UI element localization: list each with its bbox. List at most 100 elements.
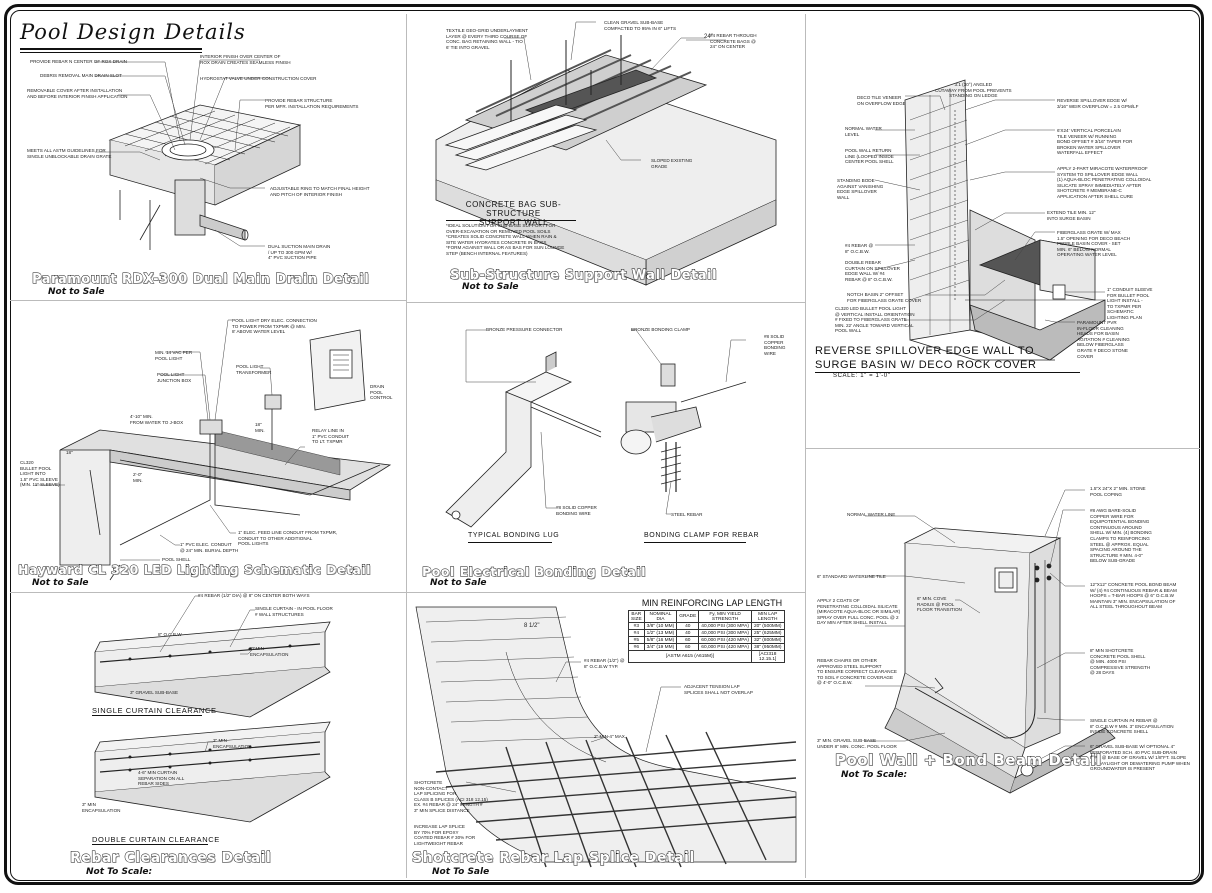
spill-scale: SCALE: 1" = 1'-0"	[833, 373, 891, 379]
spill-note-3: REVERSE SPILLOVER EDGE W/ 3/16" WEIR OVE…	[1057, 98, 1139, 109]
light-note-13: 1" PVC ELEC. CONDUIT @ 24" MIN. BURIAL D…	[180, 542, 239, 553]
table-row: #6 3/4" (19 MM) 60 60,000 PSI (420 MPA) …	[628, 643, 785, 651]
divider-col-2	[805, 14, 806, 878]
lap-note-2: 8 1/2"	[524, 623, 540, 629]
sheet-inner-border	[10, 10, 1200, 881]
sub-note-4: 24"	[704, 34, 713, 40]
drain-note-2: DEBRIS REMOVAL MAIN DRAIN SLOT	[40, 73, 122, 78]
rebar-dots	[128, 644, 292, 772]
bonding-drawing	[445, 329, 747, 528]
beam-note-5: 12"X12" CONCRETE POOL BOND BEAM W/ (4) #…	[1090, 582, 1177, 610]
spill-note-4: NORMAL WATER LEVEL	[845, 126, 882, 137]
clear-label-double: DOUBLE CURTAIN CLEARANCE	[92, 835, 220, 844]
sub-note-5: SLOPED EXISTING GRADE	[651, 158, 693, 169]
light-note-8: 18" MIN.	[255, 422, 265, 433]
spill-note-8: STANDING BODE AGAINST VANISHING EDGE SPI…	[837, 178, 884, 200]
lap-splice-drawing	[415, 606, 797, 868]
main-drain-drawing	[95, 59, 302, 250]
lap-col-bar-size: BAR SIZE	[628, 610, 645, 623]
spill-note-12: DOUBLE REBAR CURTAIN ON SPILLOVER EDGE W…	[845, 260, 900, 282]
clearances-scale: Not To Scale:	[86, 867, 153, 877]
bonding-title: Pool Electrical Bonding Detail	[422, 564, 646, 580]
lap-col-lap-length: MIN LAP LENGTH	[750, 610, 785, 623]
panel-lap-splice: #4 REBAR (1/2") @ 8" O.C.B.W TYP. 8 1/2"…	[406, 592, 805, 885]
light-note-11: 2'-0" MIN.	[133, 472, 143, 483]
light-note-3: POOL LIGHT JUNCTION BOX	[157, 372, 192, 383]
light-note-9: CL320 BULLET POOL LIGHT INTO 1.5" PVC SL…	[20, 460, 60, 488]
sheet-title-underline-2	[20, 52, 202, 53]
beam-note-12: 6" GRAVEL SUB-BASE W/ OPTIONAL 4" PERFOR…	[1090, 744, 1190, 772]
table-cell: #6	[628, 643, 645, 651]
lap-length-table: BAR SIZE NOMINAL DIA GRADE Fy, MIN YIELD…	[628, 610, 785, 663]
bond-note-1: BRONZE PRESSURE CONNECTOR	[486, 327, 563, 332]
lap-note-5: SHOTCRETE NON-CONTACT LAP SPLICING FOR C…	[414, 780, 488, 813]
beam-note-3: #8 AWG BARE-SOLID COPPER WIRE FOR EQUIPO…	[1090, 508, 1152, 564]
table-cell: 38" (950MM)	[750, 643, 785, 651]
spill-note-1: 3:1 (30°) ANGLED CUTAWAY FROM POOL PREVE…	[935, 82, 1012, 99]
clearances-drawing	[94, 595, 331, 823]
bond-note-2: BRONZE BONDING CLAMP	[631, 327, 690, 332]
sub-note-2: CLEAN GRAVEL SUB-BASE COMPACTED TO 95% I…	[604, 20, 677, 31]
spill-note-16: PARAMOUNT PVR IN-FLOOR CLEANING HEADS FO…	[1077, 320, 1130, 359]
drain-note-8: ADJUSTABLE RING TO MATCH FINAL HEIGHT AN…	[270, 186, 370, 197]
lap-note-3: ADJACENT TENSION LAP SPLICES SHALL NOT O…	[684, 684, 753, 695]
sub-note-6: *IDEAL SOLUTION FOR SUB-BASE SUPPORT FOR…	[446, 223, 565, 256]
light-note-1: POOL LIGHT DRY ELEC. CONNECTION TO POWER…	[232, 318, 317, 335]
lap-table-footer-aci: [ACI318 12.15.1]	[750, 650, 785, 663]
spill-note-2: DECO TILE VENEER ON OVERFLOW EDGE	[857, 95, 906, 106]
table-cell: 60,000 PSI (420 MPA)	[698, 643, 752, 651]
bond-note-5: STEEL REBAR	[671, 512, 703, 517]
light-note-12: 1" ELEC. FEED LINE CONDUIT FROM TXPMR, C…	[238, 530, 338, 547]
drain-scale: Not to Sale	[48, 287, 105, 297]
panel-main-drain: PROVIDE REBAR N CENTER OF ROX DRAIN DEBR…	[0, 0, 406, 300]
table-cell: 60	[676, 636, 700, 644]
light-note-10: 18"	[66, 450, 73, 455]
spill-title: REVERSE SPILLOVER EDGE WALL TO SURGE BAS…	[815, 345, 1037, 371]
beam-note-6: APPLY 2 COATS OF PENETRATING COLLOIDAL S…	[817, 598, 901, 626]
lap-col-nominal-dia: NOMINAL DIA	[643, 610, 678, 623]
table-cell: 3/8" (10 MM)	[643, 622, 678, 630]
drain-note-1: PROVIDE REBAR N CENTER OF ROX DRAIN	[30, 59, 127, 64]
drain-note-6: PROVIDE REBAR STRUCTURE PER MFR. INSTALL…	[265, 98, 359, 109]
substructure-drawing	[435, 21, 777, 286]
clear-note-7: 4-6" MIN CURTAIN SEPARATION ON ALL REBAR…	[138, 770, 185, 787]
clear-label-double-rule	[92, 844, 208, 845]
panel-lighting: POOL LIGHT DRY ELEC. CONNECTION TO POWER…	[0, 300, 406, 592]
table-cell: 60	[676, 643, 700, 651]
beam-note-8: 8" MIN SHOTCRETE CONCRETE POOL SHELL @ M…	[1090, 648, 1151, 676]
table-cell: 40	[676, 629, 700, 637]
bonding-scale: Not to Sale	[430, 578, 487, 588]
sub-scale: Not to Sale	[462, 282, 519, 292]
bond-beam-scale: Not To Scale:	[841, 770, 908, 780]
beam-note-1: 1.5"X 24"X 2" MIN. STONE POOL COPING	[1090, 486, 1146, 497]
panel-bond-beam: 1.5"X 24"X 2" MIN. STONE POOL COPING NOR…	[805, 448, 1200, 885]
clear-note-1: #4 REBAR (1/2" DIA) @ 8" ON CENTER BOTH …	[198, 593, 310, 598]
table-cell: #4	[628, 629, 645, 637]
lap-table-title: MIN REINFORCING LAP LENGTH	[641, 598, 783, 608]
light-note-5: DRAIN POOL CONTROL	[370, 384, 393, 401]
lap-splice-scale: Not To Sale	[432, 867, 490, 877]
bond-note-4: #8 SOLID COPPER BONDING WIRE	[556, 505, 597, 516]
table-cell: 25" (625MM)	[750, 629, 785, 637]
panel-substructure: TEXTILE GEO-GRID UNDERLAYMENT LAYER @ EV…	[406, 0, 805, 302]
lap-table-header-row: BAR SIZE NOMINAL DIA GRADE Fy, MIN YIELD…	[628, 610, 785, 623]
lap-table-footer-astm: [ASTM A615 (A615M)]	[628, 650, 752, 663]
beam-note-4: 6" STANDARD WATERLINE TILE	[817, 574, 886, 579]
spill-note-9: EXTEND TILE MIN. 12" INTO SURGE BASIN	[1047, 210, 1096, 221]
drain-note-9: DUAL SUCTION MAIN DRAIN / UP TO 300 GPM …	[268, 244, 331, 261]
drain-note-5: HYDROSTAT VALVE UNDER CONSTRUCTION COVER	[200, 76, 317, 81]
divider-row-2	[10, 592, 805, 593]
table-cell: 20" (500MM)	[750, 622, 785, 630]
lighting-drawing	[35, 319, 392, 581]
bond-label-clamp-rule	[644, 542, 746, 543]
bond-beam-title: Pool Wall + Bond Beam Detail	[835, 751, 1102, 770]
bond-note-3: #8 SOLID COPPER BONDING WIRE	[764, 334, 786, 356]
light-note-7: RELAY LINE IN 1" PVC CONDUIT TO LT. TXPM…	[312, 428, 350, 445]
lap-splice-title: Shotcrete Rebar Lap Splice Detail	[412, 850, 695, 867]
sub-subtitle: CONCRETE BAG SUB-STRUCTURE SUPPORT WALL	[465, 200, 562, 227]
table-row: #5 5/8" (16 MM) 60 60,000 PSI (420 MPA) …	[628, 636, 785, 644]
lap-note-6: INCREASE LAP SPLICE BY 70% FOR EPOXY COA…	[414, 824, 476, 846]
table-cell: 40,000 PSI (300 MPA)	[698, 629, 752, 637]
lap-col-grade: GRADE	[676, 610, 700, 623]
table-cell: #3	[628, 622, 645, 630]
